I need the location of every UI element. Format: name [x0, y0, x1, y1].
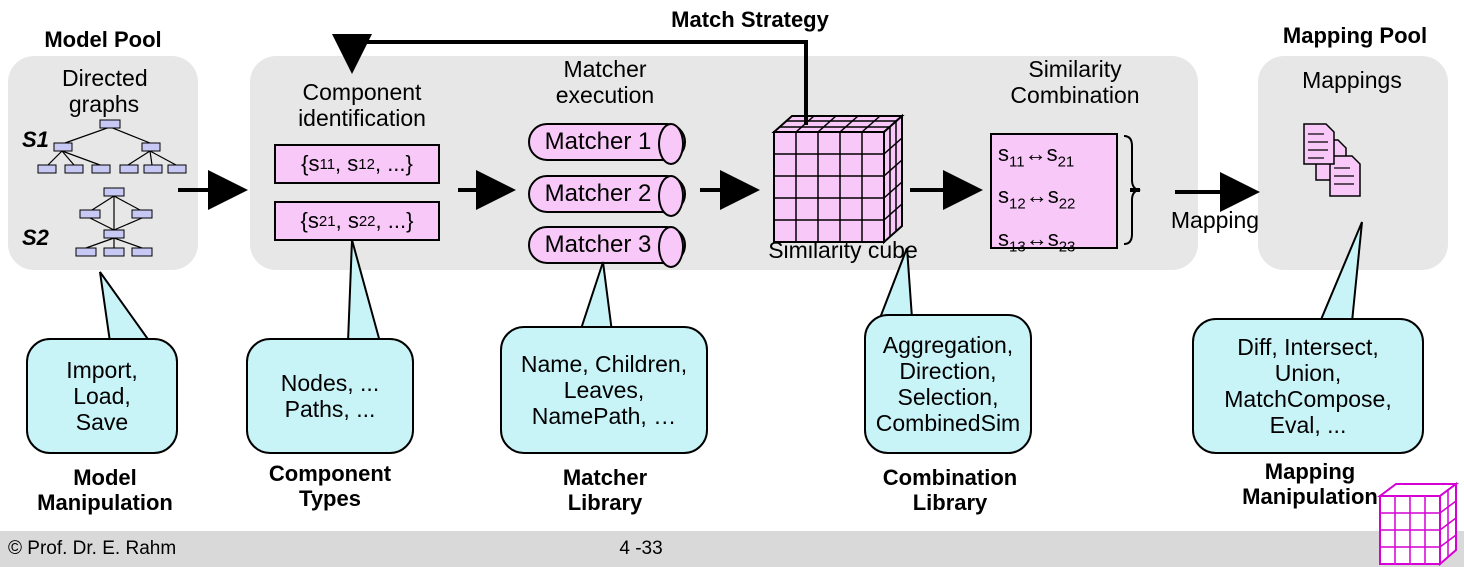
corner-cube-logo	[1377, 482, 1459, 566]
component-callout-2: Paths, ...	[284, 396, 376, 422]
footer-author: © Prof. Dr. E. Rahm	[8, 538, 177, 559]
set2-mid: , s	[335, 208, 359, 233]
flow-arrows	[178, 34, 1260, 245]
similarity-cube	[771, 113, 905, 245]
matcher-callout-1: Name, Children,	[520, 351, 688, 378]
matcher-2-label: Matcher 2	[544, 180, 652, 207]
graph-s2	[85, 195, 143, 249]
footer-bar	[0, 531, 1464, 567]
combination-callout-4: CombinedSim	[875, 409, 1021, 436]
matcher-2: Matcher 2	[528, 175, 686, 217]
combination-box: s11↔s21 s12↔s22 s13↔s23	[990, 133, 1118, 255]
combination-callout-2: Direction,	[899, 358, 997, 385]
matcher-execution-label: Matcher execution	[555, 56, 655, 108]
matcher-library-2: Library	[567, 489, 643, 515]
set2-prefix: {s	[300, 208, 319, 233]
pair-row-1: s11↔s21	[998, 141, 1075, 171]
mapping-manip-1: Mapping	[1264, 459, 1356, 484]
set1-sub-b: 12	[358, 155, 375, 173]
set2-sub-a: 21	[318, 212, 336, 230]
combination-callout-3: Selection,	[897, 384, 999, 410]
match-strategy-loop-arrow	[332, 34, 808, 125]
matcher-1: Matcher 1	[528, 123, 686, 165]
similarity-cube-label: Similarity cube	[768, 237, 918, 263]
component-callout-1: Nodes, ...	[280, 370, 380, 397]
match-strategy-title: Match Strategy	[671, 7, 829, 32]
matcher-1-cap	[658, 123, 684, 165]
directed-graphs-diagram	[37, 119, 187, 257]
pair-3-right: 23	[1058, 238, 1076, 256]
model-pool-panel	[8, 56, 198, 270]
mapping-callout-3: MatchCompose,	[1224, 386, 1392, 412]
model-callout-3: Save	[75, 408, 129, 435]
mapping-callout-2: Union,	[1274, 360, 1342, 387]
model-manip-1: Model	[73, 465, 137, 490]
matcher-3: Matcher 3	[528, 226, 686, 268]
combination-library-2: Library	[912, 489, 988, 515]
callout-model-manipulation: Import,Load,Save	[26, 338, 178, 454]
mapping-pool-heading: Mapping Pool	[1282, 23, 1428, 48]
matcher-2-cap	[658, 175, 684, 217]
combination-brace	[1123, 135, 1142, 245]
combination-library-1: Combination	[882, 465, 1018, 490]
component-types-2: Types	[299, 485, 361, 511]
matcher-1-label: Matcher 1	[544, 128, 652, 155]
set2-suffix: , ...}	[375, 208, 414, 233]
schema-s1-label: S1	[22, 127, 49, 152]
mapping-callout-4: Eval, ...	[1269, 411, 1347, 438]
similarity-combination-label: Similarity Combination	[1010, 56, 1140, 108]
callout-mapping-manipulation: Diff, Intersect,Union,MatchCompose,Eval,…	[1192, 318, 1424, 454]
pair-row-3: s13↔s23	[998, 225, 1076, 256]
matcher-3-cap	[658, 226, 684, 268]
set1-suffix: , ...}	[374, 151, 413, 176]
model-pool-heading: Model Pool	[44, 27, 162, 52]
callout-combination-library: Aggregation,Direction,Selection,Combined…	[864, 314, 1032, 454]
callout-component-types: Nodes, ...Paths, ...	[246, 338, 414, 454]
schema-s2-label: S2	[22, 225, 49, 250]
pair-row-2: s12↔s22	[998, 183, 1076, 213]
pair-3-left: 13	[1009, 238, 1026, 256]
matcher-library-1: Matcher	[562, 465, 648, 490]
model-callout-2: Load,	[73, 383, 131, 409]
model-manip-2: Manipulation	[37, 489, 173, 515]
pair-1-right: 21	[1057, 153, 1075, 171]
mappings-documents-icon	[1303, 123, 1361, 197]
pair-2-left: 12	[1009, 195, 1026, 213]
matcher-callout-3: NamePath, …	[531, 402, 677, 429]
directed-graphs-label: Directed graphs	[62, 65, 148, 117]
component-types-1: Component	[268, 461, 392, 486]
cube-front-face	[773, 131, 885, 243]
mapping-callout-1: Diff, Intersect,	[1237, 334, 1379, 361]
set1-mid: , s	[335, 151, 359, 176]
combination-callout-1: Aggregation,	[882, 332, 1014, 359]
set1-prefix: {s	[301, 151, 320, 176]
matcher-callout-2: Leaves,	[563, 377, 645, 403]
callout-matcher-library: Name, Children,Leaves,NamePath, …	[500, 326, 708, 454]
callout-tails	[99, 221, 1363, 343]
graph-s1	[47, 126, 177, 166]
pair-1-left: 11	[1009, 153, 1025, 171]
pair-2-right: 22	[1058, 195, 1076, 213]
matcher-3-label: Matcher 3	[544, 231, 652, 258]
footer-page-number: 4 -33	[619, 538, 663, 559]
model-callout-1: Import,	[66, 357, 138, 384]
set2-sub-b: 22	[358, 212, 376, 230]
component-identification-label: Component identification	[298, 79, 426, 131]
set1-sub-a: 11	[319, 155, 336, 173]
mappings-label: Mappings	[1302, 67, 1402, 93]
mapping-manip-2: Manipulation	[1242, 483, 1378, 509]
